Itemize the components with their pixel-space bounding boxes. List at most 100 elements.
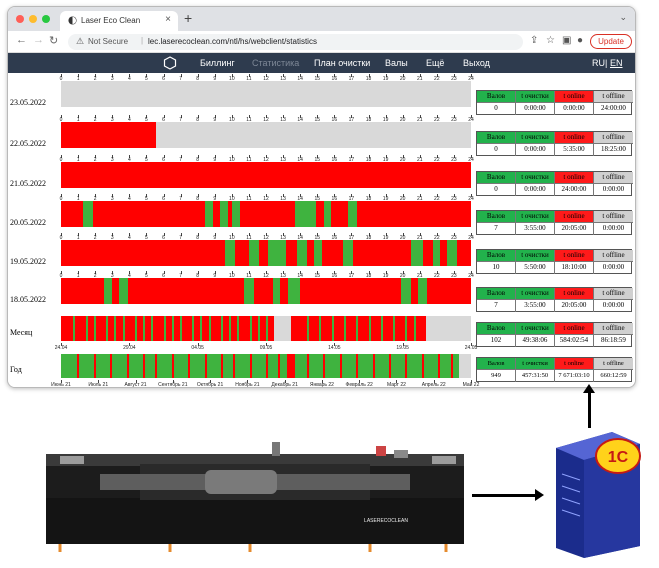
tick-label: 13 [280, 76, 286, 82]
tick-mark [334, 194, 336, 197]
tick-label: 23 [451, 235, 457, 241]
update-button[interactable]: Update [590, 34, 632, 49]
forward-arrow-icon[interactable]: → [33, 34, 44, 46]
tick-mark [78, 74, 80, 77]
share-icon[interactable]: ⇪ [530, 35, 539, 46]
month-timeline-bar[interactable] [61, 316, 471, 341]
tick-label: 20 [399, 235, 406, 241]
tick-label: 12 [263, 273, 269, 279]
url-text[interactable]: lec.laserecoclean.com/ntl/hs/webclient/s… [148, 37, 317, 46]
nav-logout[interactable]: Выход [463, 58, 490, 68]
browser-tab[interactable]: Laser Eco Clean × [60, 11, 178, 31]
tick-label: 1 [76, 196, 80, 202]
day-timeline-bar[interactable] [61, 278, 471, 304]
tick-label: 2 [93, 157, 97, 163]
tick-mark [61, 194, 62, 197]
day-timeline-bar[interactable] [61, 122, 471, 148]
tab-title: Laser Eco Clean [81, 16, 141, 25]
red-mark [204, 354, 207, 378]
lang-en[interactable]: EN [610, 58, 623, 68]
tick-label: 1 [76, 76, 80, 82]
table-header-cell: t offline [594, 91, 633, 103]
day-timeline-bar[interactable] [61, 162, 471, 188]
hexagon-logo-icon[interactable] [163, 56, 177, 70]
tick-mark [300, 155, 302, 158]
close-window-button[interactable] [16, 15, 24, 23]
tick-mark [248, 115, 250, 118]
tick-mark [266, 155, 267, 158]
laser-cleaning-machine: LASERECOCLEAN [46, 442, 464, 552]
tick-label: 9 [213, 196, 217, 202]
new-tab-button[interactable]: + [184, 10, 193, 26]
year-timeline-bar[interactable] [61, 354, 471, 378]
day-timeline-bar[interactable] [61, 81, 471, 107]
tick-label: 24 [468, 157, 474, 163]
tick-label: 16 [331, 157, 338, 163]
green-segment [231, 201, 241, 227]
tick-label: 18 [365, 196, 372, 202]
tick-label: 14 [297, 157, 303, 163]
red-mark [155, 354, 158, 378]
nav-statistics[interactable]: Статистика [252, 58, 300, 68]
green-mark [93, 316, 96, 341]
green-mark [151, 316, 154, 341]
browser-window: Laser Eco Clean × + ⌄ ← → ↻ ⚠ Not Secure… [7, 6, 636, 388]
nav-billing[interactable]: Биллинг [200, 58, 235, 68]
nav-more[interactable]: Ещё [426, 58, 445, 68]
tick-label: 29.04 [123, 345, 136, 351]
nav-cleaning-plan[interactable]: План очистки [314, 58, 371, 68]
bookmark-star-icon[interactable]: ☆ [546, 35, 555, 46]
tick-mark [163, 155, 165, 158]
tick-label: 21 [416, 273, 423, 279]
back-arrow-icon[interactable]: ← [16, 34, 27, 46]
tick-label: 6 [162, 235, 165, 241]
tick-label: Апрель 22 [421, 382, 446, 388]
green-segment [295, 201, 316, 227]
profile-icon[interactable]: ● [577, 35, 584, 46]
table-header-cell: t очистки [516, 91, 555, 103]
address-bar[interactable]: ⚠ Not Secure | lec.laserecoclean.com/ntl… [68, 34, 523, 50]
maximize-window-button[interactable] [42, 15, 50, 23]
day-timeline-bar[interactable] [61, 201, 471, 227]
table-header-cell: t online [555, 211, 594, 223]
tick-mark [419, 271, 421, 274]
lang-ru[interactable]: RU [592, 58, 605, 68]
tick-mark [61, 343, 62, 346]
tick-label: 22 [434, 76, 440, 82]
tick-mark [78, 271, 80, 274]
red-mark [93, 354, 96, 378]
green-segment [103, 278, 113, 304]
tick-label: Январь 22 [309, 382, 334, 388]
tab-search-button[interactable]: ⌄ [619, 12, 627, 22]
tick-mark [402, 74, 404, 77]
tick-mark [300, 115, 302, 118]
tick-mark [197, 343, 199, 346]
tick-label: 3 [110, 76, 114, 82]
close-tab-icon[interactable]: × [165, 14, 171, 25]
tick-mark [214, 194, 216, 197]
tick-label: 7 [179, 235, 182, 241]
tick-mark [231, 194, 233, 197]
nav-rollers[interactable]: Валы [385, 58, 408, 68]
red-segment [61, 201, 471, 227]
green-segment [400, 278, 412, 304]
tick-mark [402, 194, 404, 197]
tick-mark [129, 194, 131, 197]
tick-mark [146, 194, 148, 197]
day-timeline-bar[interactable] [61, 240, 471, 266]
minimize-window-button[interactable] [29, 15, 37, 23]
sidebar-icon[interactable]: ▣ [562, 35, 572, 46]
arrow-to-dashboard [583, 384, 595, 428]
tick-mark [98, 380, 100, 383]
tick-label: 19 [382, 273, 389, 279]
reload-icon[interactable]: ↻ [49, 35, 59, 47]
tick-mark [61, 115, 62, 118]
green-segment [267, 240, 287, 266]
green-mark [405, 316, 408, 341]
